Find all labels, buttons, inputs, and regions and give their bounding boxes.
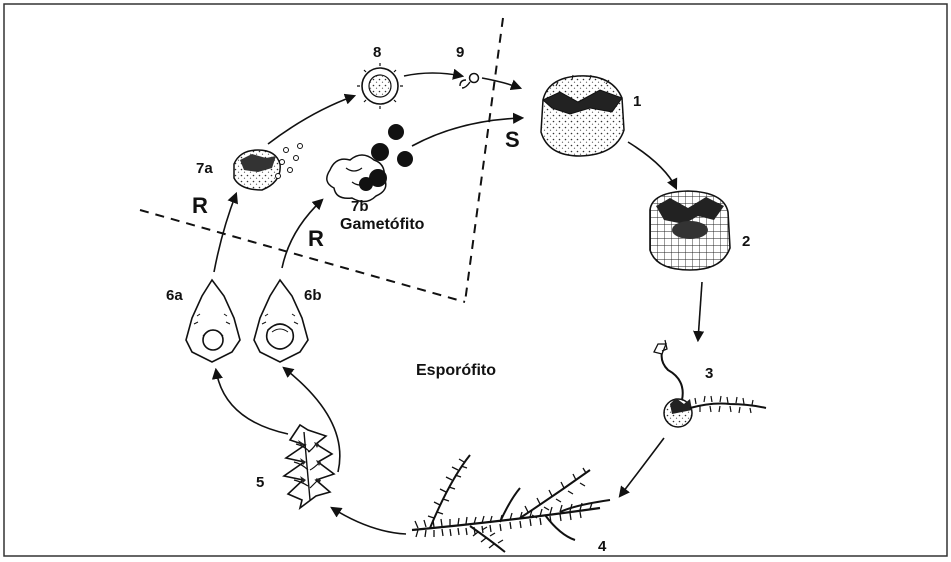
sporophyll-6a — [186, 280, 240, 362]
stage-label-9: 9 — [456, 44, 464, 61]
stage-label-1: 1 — [633, 93, 641, 110]
spore-stage-2 — [650, 191, 730, 270]
stage-label-2: 2 — [742, 233, 750, 250]
sperm-stage-9 — [460, 74, 479, 89]
arrow-4-to-5 — [332, 508, 406, 534]
arrow-9-to-1 — [482, 78, 520, 88]
stage-label-8: 8 — [373, 44, 381, 61]
arrow-8-to-9 — [404, 73, 462, 76]
arrow-5-to-6a — [216, 370, 288, 434]
stage-label-4: 4 — [598, 538, 607, 555]
region-boundary-right — [465, 18, 503, 302]
sporophyte-branch-stage-4 — [412, 455, 610, 552]
meiosis-marker-right: R — [308, 226, 324, 251]
stage-label-3: 3 — [705, 365, 713, 382]
meiosis-marker-left: R — [192, 193, 208, 218]
fertilization-marker: S — [505, 127, 520, 152]
arrow-7a-to-8 — [268, 96, 354, 144]
microgametophyte-7a — [234, 144, 303, 191]
sporophyll-6b — [254, 280, 308, 362]
arrow-3-to-4 — [620, 438, 664, 496]
stage-label-7a: 7a — [196, 160, 213, 177]
antheridium-stage-8 — [357, 63, 403, 109]
figure-frame — [4, 4, 947, 556]
stage-label-6a: 6a — [166, 287, 183, 304]
arrow-6a-to-7a — [214, 194, 236, 272]
megagametophyte-7b — [327, 124, 413, 202]
stage-label-6b: 6b — [304, 287, 322, 304]
sporophyte-region-label: Esporófito — [416, 362, 496, 379]
stage-label-5: 5 — [256, 474, 264, 491]
strobilus-stage-5 — [284, 425, 334, 508]
arrow-2-to-3 — [698, 282, 702, 340]
arrow-1-to-2 — [628, 142, 676, 188]
gametophyte-region-label: Gametófito — [340, 216, 425, 233]
stage-label-7b: 7b — [351, 198, 369, 215]
sporeling-stage-3 — [654, 340, 766, 427]
spore-stage-1 — [541, 75, 624, 156]
